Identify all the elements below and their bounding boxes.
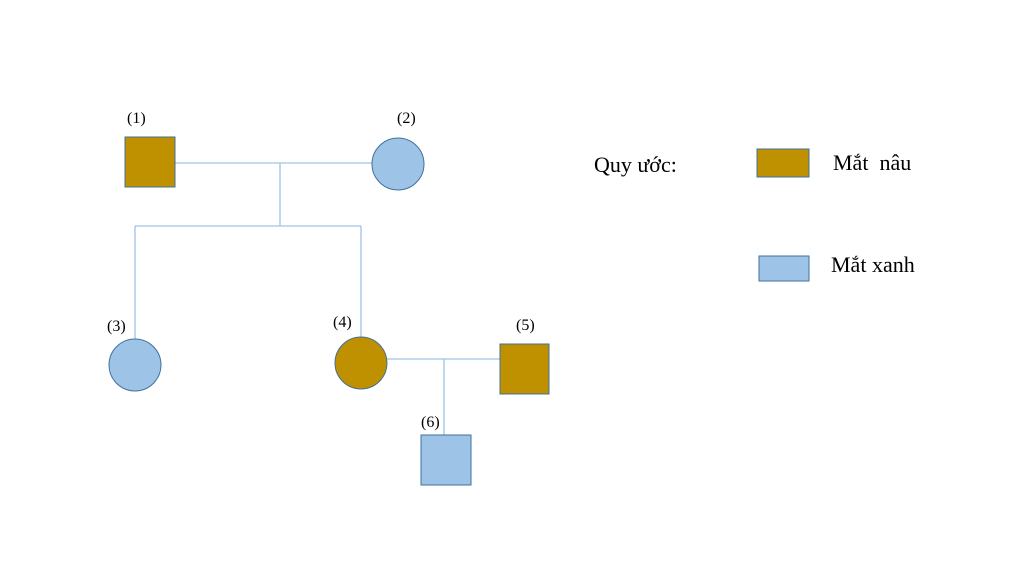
individual-3: (3) [107, 318, 162, 392]
legend-swatch-brown [756, 148, 810, 178]
individual-2: (2) [371, 110, 425, 191]
individual-6: (6) [420, 414, 472, 486]
legend-label-blue: Mắt xanh [831, 252, 915, 277]
individual-label: (1) [127, 110, 146, 127]
male-blue-eyes-square [420, 434, 472, 486]
male-brown-eyes-square [499, 343, 550, 395]
legend-label-brown: Mắt nâu [833, 150, 911, 175]
male-brown-eyes-square [124, 136, 176, 188]
individual-label: (5) [516, 317, 535, 334]
individual-label: (3) [107, 318, 126, 335]
legend: Quy ước: Mắt nâu Mắt xanh [594, 148, 915, 282]
individual-1: (1) [124, 110, 176, 188]
legend-swatch-blue [758, 255, 810, 282]
individual-5: (5) [499, 317, 550, 395]
female-blue-eyes-circle [371, 137, 425, 191]
individual-label: (4) [333, 314, 352, 331]
female-blue-eyes-circle [108, 338, 162, 392]
female-brown-eyes-circle [334, 336, 388, 390]
pedigree-lines [134, 162, 500, 435]
individual-label: (2) [397, 110, 416, 127]
individual-label: (6) [421, 414, 440, 431]
individual-4: (4) [333, 314, 388, 390]
legend-item-blue: Mắt xanh [758, 252, 915, 282]
legend-title: Quy ước: [594, 152, 677, 177]
legend-item-brown: Mắt nâu [756, 148, 911, 178]
